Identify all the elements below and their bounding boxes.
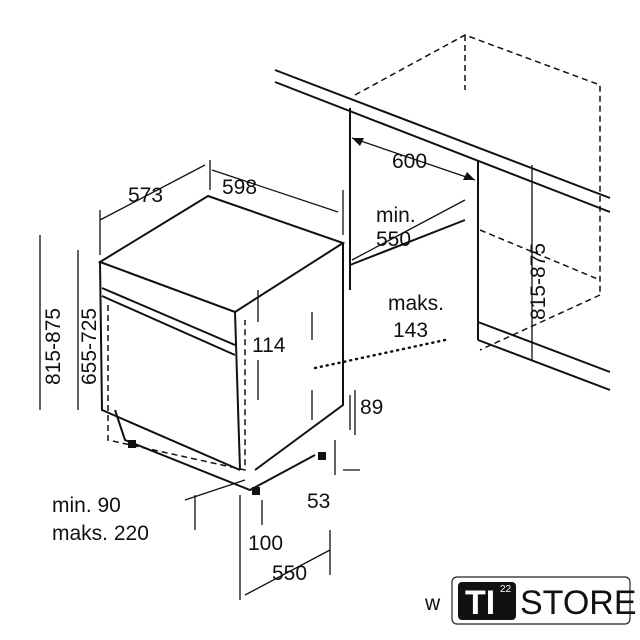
worktop: [274, 69, 611, 213]
dim-depth: 573: [128, 184, 163, 207]
logo-prefix: w: [424, 592, 441, 615]
logo-ti: TI: [465, 584, 495, 622]
dim-width: 598: [222, 176, 257, 199]
cabinet-outline: [349, 34, 611, 391]
dim-panel-114: 114: [252, 334, 286, 357]
foot-left: [128, 440, 136, 448]
dim-recess-100: 100: [248, 532, 283, 555]
logo-superscript: 22: [500, 584, 512, 595]
dim-height-total: 815-875: [42, 308, 65, 385]
dim-maks-143: 143: [393, 319, 428, 342]
dim-plinth-89: 89: [360, 396, 383, 419]
dim-height-front: 655-725: [78, 308, 101, 385]
dim-foot-53: 53: [307, 490, 330, 513]
dim-cabinet-height: 815-875: [527, 243, 550, 320]
logo-store: STORE: [520, 584, 637, 622]
ti-store-logo: w TI 22 STORE: [424, 576, 637, 625]
dim-min-label: min.: [376, 204, 416, 227]
dim-maks-label: maks.: [388, 292, 444, 315]
foot-front: [252, 487, 260, 495]
foot-right: [318, 452, 326, 460]
dim-plinth-max: maks. 220: [52, 522, 149, 545]
dim-cabinet-width: 600: [392, 150, 427, 173]
dim-min-depth: 550: [376, 228, 411, 251]
dishwasher: [97, 194, 346, 495]
dim-plinth-min: min. 90: [52, 494, 121, 517]
dim-bottom-550: 550: [272, 562, 307, 585]
